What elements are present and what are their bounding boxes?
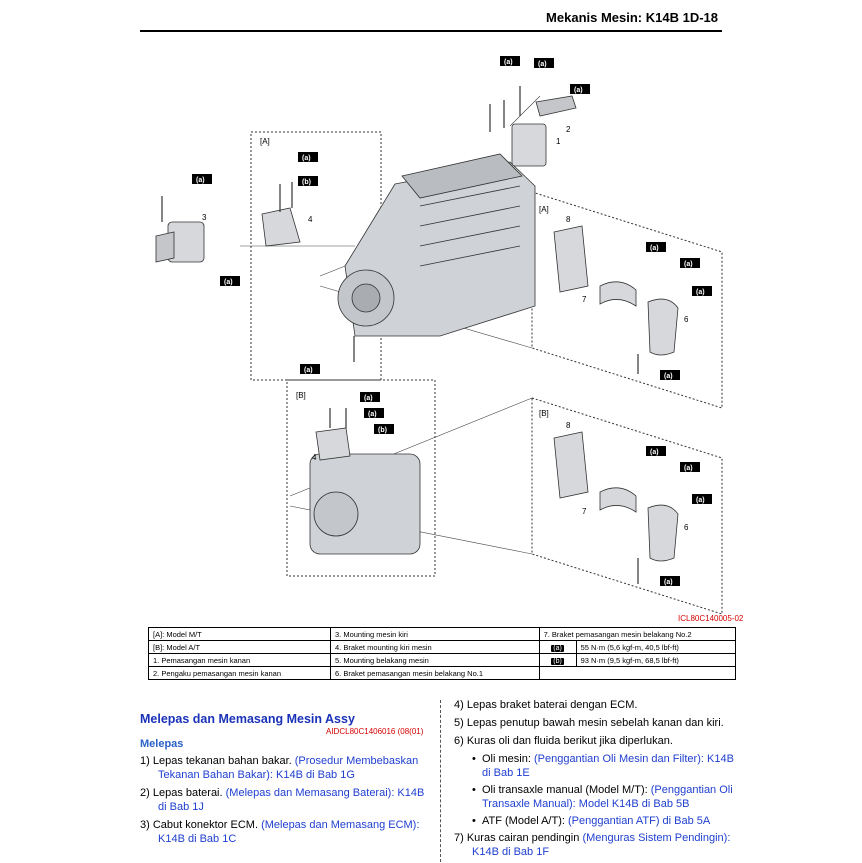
engine-oil-link[interactable]: (Penggantian Oli Mesin dan Filter): K14B…	[482, 753, 734, 779]
torque-badges: (a) (a) (a) (a) (b) (a) (a) (a) (a) (a) …	[192, 56, 712, 586]
legend-cell: 55 N·m (5,6 kgf-m, 40,5 lbf-ft)	[575, 640, 737, 654]
svg-text:8: 8	[566, 215, 571, 224]
legend-table: [A]: Model M/T 3. Mounting mesin kiri 7.…	[148, 627, 737, 680]
label-a-right: [A]	[539, 205, 549, 214]
legend-cell: 2. Pengaku pemasangan mesin kanan	[148, 666, 331, 680]
section-id: AIDCL80C1406016 (08(01)	[326, 727, 424, 736]
legend-cell: 1. Pemasangan mesin kanan	[148, 653, 331, 667]
engine-block	[337, 153, 536, 337]
figure-id: ICL80C140005-02	[678, 614, 744, 623]
svg-text:(a): (a)	[684, 261, 693, 268]
legend-cell: [B]: Model A/T	[148, 640, 331, 654]
step-1: 1) Lepas tekanan bahan bakar. (Prosedur …	[140, 755, 419, 781]
legend-cell: 6. Braket pemasangan mesin belakang No.1	[330, 666, 540, 680]
svg-text:(a): (a)	[368, 411, 377, 418]
legend-cell: 3. Mounting mesin kiri	[330, 627, 540, 641]
section-title: Melepas dan Memasang Mesin Assy	[140, 712, 355, 726]
mt-oil-link[interactable]: (Penggantian Oli Transaxle Manual): Mode…	[482, 784, 733, 810]
svg-text:(a): (a)	[302, 155, 311, 162]
left-mount-bracket-a	[261, 207, 301, 247]
legend-row: 2. Pengaku pemasangan mesin kanan 6. Bra…	[148, 666, 737, 680]
step-4: 4) Lepas braket baterai dengan ECM.	[454, 699, 638, 711]
bolts	[161, 86, 639, 584]
svg-text:6: 6	[684, 523, 689, 532]
step-5: 5) Lepas penutup bawah mesin sebelah kan…	[454, 717, 724, 729]
step-6: 6) Kuras oli dan fluida berikut jika dip…	[454, 735, 673, 747]
svg-text:4: 4	[308, 215, 313, 224]
svg-text:4: 4	[312, 453, 317, 462]
svg-text:1: 1	[556, 137, 561, 146]
torque-b-badge: (b)	[551, 657, 564, 665]
subsection-title: Melepas	[140, 738, 184, 750]
legend-cell: 93 N·m (9,5 kgf-m, 68,5 lbf-ft)	[575, 653, 737, 667]
svg-text:(a): (a)	[538, 61, 547, 68]
rear-mount-parts-b	[553, 431, 679, 562]
torque-a-cell: (a)	[538, 640, 577, 654]
svg-text:(a): (a)	[664, 373, 673, 380]
svg-text:(a): (a)	[696, 289, 705, 296]
at-transaxle	[309, 427, 421, 555]
drain-item-engine-oil: Oli mesin: (Penggantian Oli Mesin dan Fi…	[466, 752, 744, 780]
group-box-a-right	[531, 191, 723, 409]
svg-text:(a): (a)	[684, 465, 693, 472]
right-steps: 4) Lepas braket baterai dengan ECM. 5) L…	[454, 698, 744, 863]
svg-text:(a): (a)	[364, 395, 373, 402]
step-7: 7) Kuras cairan pendingin (Menguras Sist…	[454, 832, 731, 858]
legend-cell: [A]: Model M/T	[148, 627, 331, 641]
drain-item-mt-oil: Oli transaxle manual (Model M/T): (Pengg…	[466, 783, 744, 811]
svg-text:8: 8	[566, 421, 571, 430]
svg-text:(a): (a)	[504, 59, 513, 66]
svg-text:(a): (a)	[650, 245, 659, 252]
rear-mount-parts-a	[553, 225, 679, 356]
right-engine-mount	[511, 95, 577, 167]
svg-text:(b): (b)	[302, 179, 311, 186]
step-3-link[interactable]: (Melepas dan Memasang ECM): K14B di Bab …	[158, 819, 420, 845]
torque-a-badge: (a)	[551, 644, 564, 652]
left-steps: 1) Lepas tekanan bahan bakar. (Prosedur …	[140, 754, 432, 850]
svg-text:(a): (a)	[650, 449, 659, 456]
page-header: Mekanis Mesin: K14B 1D-18	[140, 6, 722, 32]
legend-cell	[538, 666, 737, 680]
step-1-link[interactable]: (Prosedur Membebaskan Tekanan Bahan Baka…	[158, 755, 419, 781]
page-title: Mekanis Mesin: K14B 1D-18	[546, 10, 718, 25]
svg-text:(a): (a)	[196, 177, 205, 184]
svg-text:7: 7	[582, 507, 587, 516]
svg-text:(a): (a)	[574, 87, 583, 94]
step-2: 2) Lepas baterai. (Melepas dan Memasang …	[140, 787, 425, 813]
svg-text:(a): (a)	[224, 279, 233, 286]
legend-cell: 7. Braket pemasangan mesin belakang No.2	[538, 627, 737, 641]
legend-cell: 5. Mounting belakang mesin	[330, 653, 540, 667]
drain-list: Oli mesin: (Penggantian Oli Mesin dan Fi…	[454, 752, 744, 828]
legend-row: [B]: Model A/T 4. Braket mounting kiri m…	[148, 640, 737, 654]
atf-link[interactable]: (Penggantian ATF) di Bab 5A	[567, 815, 711, 827]
svg-text:3: 3	[202, 213, 207, 222]
step-3: 3) Cabut konektor ECM. (Melepas dan Mema…	[140, 819, 420, 845]
group-box-b-right	[531, 397, 723, 615]
step-2-link[interactable]: (Melepas dan Memasang Baterai): K14B di …	[158, 787, 425, 813]
legend-row: [A]: Model M/T 3. Mounting mesin kiri 7.…	[148, 627, 737, 641]
svg-text:(b): (b)	[378, 427, 387, 434]
callout-numbers: 1 2 3 4 4 6 7 8 6 7 8	[202, 125, 689, 532]
label-b-left: [B]	[296, 391, 306, 400]
legend-row: 1. Pemasangan mesin kanan 5. Mounting be…	[148, 653, 737, 667]
svg-text:(a): (a)	[304, 367, 313, 374]
svg-text:2: 2	[566, 125, 571, 134]
legend-cell: 4. Braket mounting kiri mesin	[330, 640, 540, 654]
label-b-right: [B]	[539, 409, 549, 418]
label-a-left: [A]	[260, 137, 270, 146]
svg-text:6: 6	[684, 315, 689, 324]
engine-mount-diagram: [A] [B] [A] [B]	[155, 56, 723, 615]
left-engine-mount	[155, 221, 205, 263]
group-box-b-left	[286, 379, 436, 577]
svg-text:7: 7	[582, 295, 587, 304]
column-divider	[440, 700, 441, 862]
svg-text:(a): (a)	[696, 497, 705, 504]
torque-b-cell: (b)	[538, 653, 577, 667]
svg-text:(a): (a)	[664, 579, 673, 586]
step-7-link[interactable]: (Menguras Sistem Pendingin): K14B di Bab…	[472, 832, 731, 858]
drain-item-atf: ATF (Model A/T): (Penggantian ATF) di Ba…	[466, 814, 744, 828]
